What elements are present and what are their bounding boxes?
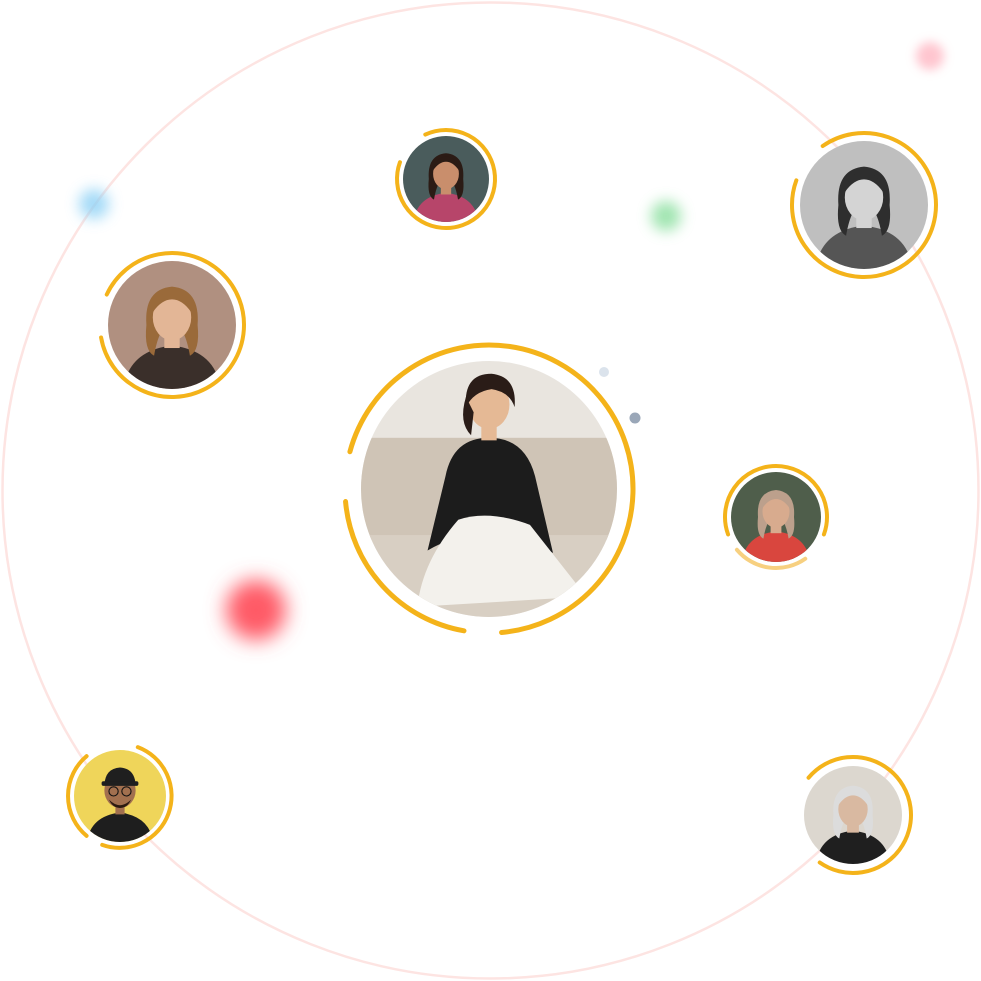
woman-with-guitar-avatar[interactable]	[108, 261, 236, 389]
man-cap-yellow-background-avatar[interactable]	[74, 750, 166, 842]
green-glow-blob	[651, 201, 681, 231]
blue-glow-blob	[79, 189, 109, 219]
light-dot	[599, 367, 609, 377]
red-glow-blob	[226, 580, 286, 640]
elderly-woman-avatar[interactable]	[804, 766, 902, 864]
woman-long-dark-hair-avatar[interactable]	[403, 136, 489, 222]
slate-dot	[629, 412, 641, 424]
pink-glow-blob	[916, 42, 944, 70]
featured-woman-couch-avatar[interactable]	[361, 361, 617, 617]
smiling-woman-grayscale-avatar[interactable]	[800, 141, 928, 269]
man-red-sweater-avatar[interactable]	[731, 472, 821, 562]
